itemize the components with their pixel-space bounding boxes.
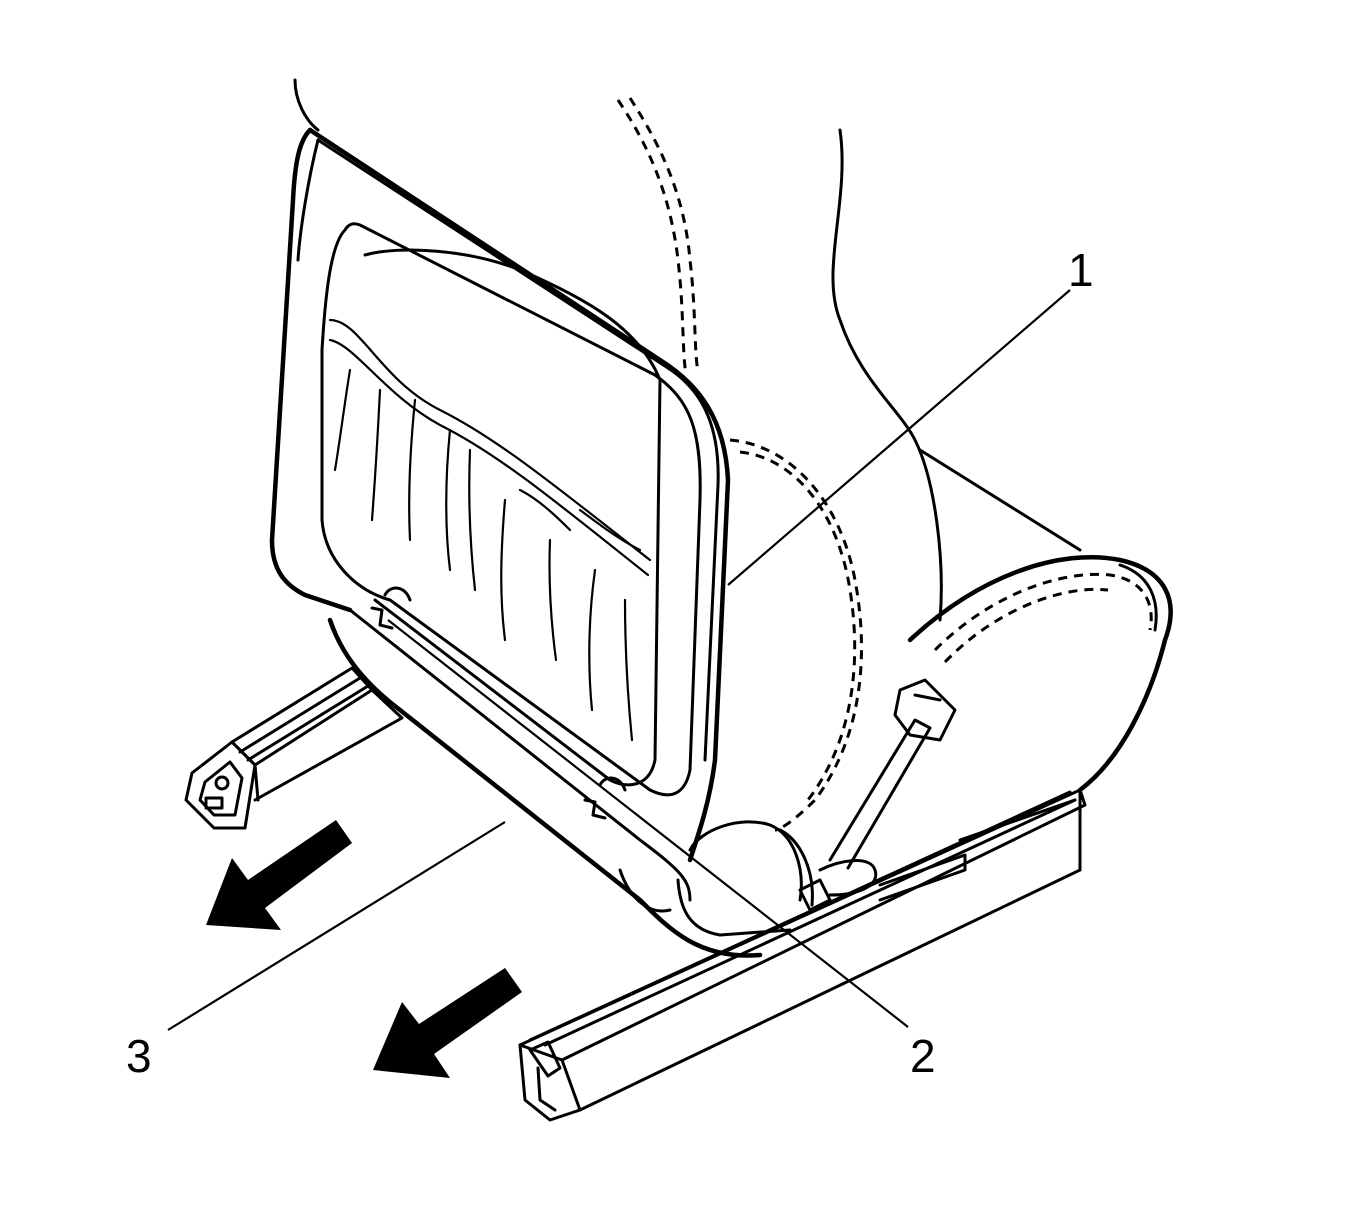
callout-3: 3 [126,1030,152,1082]
left-seat-rail [184,666,404,830]
seat-cushion [878,448,1173,902]
leader-line-3 [167,821,506,1031]
leader-line-1 [727,289,1071,586]
callout-2: 2 [910,1030,936,1082]
seat-back-panel [269,127,763,958]
leader-line-2 [387,619,909,1028]
right-seat-rail [518,788,1087,1122]
recliner-handle [676,678,957,937]
callout-1: 1 [1068,244,1094,296]
removal-direction-arrow-upper [206,820,352,930]
seat-back-outline [293,78,943,832]
removal-direction-arrow-lower [373,968,522,1078]
